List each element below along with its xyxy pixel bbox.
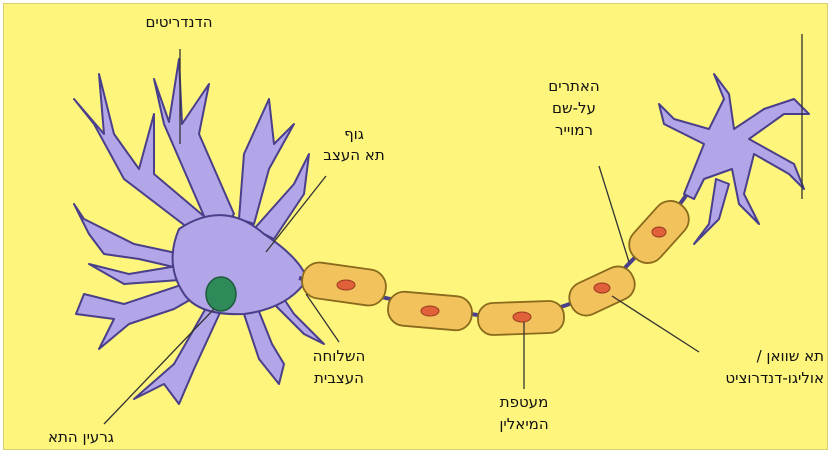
label-nucleus: גרעין התא bbox=[26, 427, 136, 447]
label-nodes-3: רמוייר bbox=[524, 120, 624, 140]
label-dendrites: הדנדריטים bbox=[124, 12, 234, 32]
cell-body bbox=[173, 215, 304, 314]
label-nodes-2: על-שם bbox=[524, 98, 624, 118]
label-axon-2: העצבית bbox=[294, 368, 384, 388]
label-cell-body-2: תא העצב bbox=[304, 145, 404, 165]
label-axon-1: השלוחה bbox=[294, 346, 384, 366]
label-cell-body-1: גוף bbox=[304, 124, 404, 144]
label-schwann-1: תא שוואן / bbox=[684, 346, 824, 366]
label-myelin-2: המיאלין bbox=[474, 414, 574, 434]
cell-nucleus bbox=[206, 277, 236, 311]
neuron-diagram: הדנדריטים גוף תא העצב האתרים על-שם רמויי… bbox=[3, 3, 828, 450]
myelin-sheath bbox=[300, 194, 696, 336]
label-myelin-1: מעטפת bbox=[474, 392, 574, 412]
label-schwann-2: אוליגו-דנדרוציט bbox=[684, 368, 824, 388]
label-nodes-1: האתרים bbox=[524, 76, 624, 96]
